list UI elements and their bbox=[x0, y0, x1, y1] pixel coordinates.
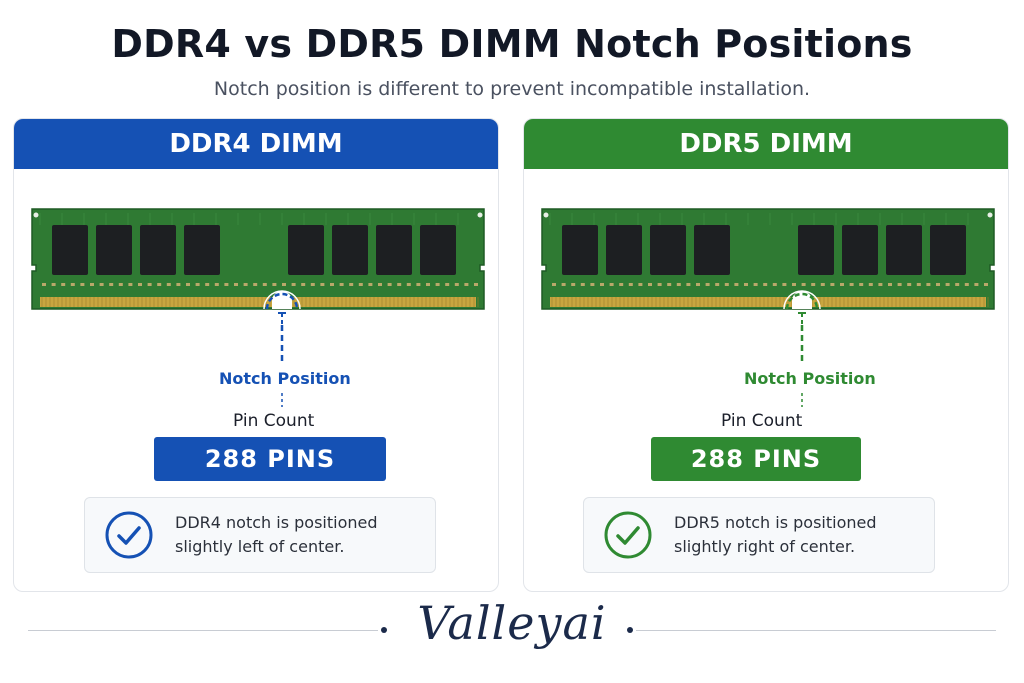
footer-divider-right bbox=[636, 630, 996, 631]
notch-leader-line bbox=[800, 325, 804, 365]
footer-dot-left bbox=[381, 627, 387, 633]
ddr5-note: DDR5 notch is positioned slightly right … bbox=[583, 497, 935, 573]
ddr5-pin-count-label: Pin Count bbox=[721, 411, 803, 431]
ddr4-pin-count-label: Pin Count bbox=[233, 411, 315, 431]
memory-chip bbox=[52, 225, 88, 275]
memory-chip bbox=[140, 225, 176, 275]
ddr4-note-text: DDR4 notch is positioned slightly left o… bbox=[175, 513, 378, 556]
page-title: DDR4 vs DDR5 DIMM Notch Positions bbox=[111, 22, 913, 66]
footer: Valleyai bbox=[0, 596, 1024, 666]
ddr4-dimm-module bbox=[31, 208, 485, 325]
memory-chip bbox=[184, 225, 220, 275]
check-circle-icon bbox=[604, 511, 652, 559]
ddr5-panel: DDR5 DIMM Notch Position Pin Count 288 P… bbox=[523, 118, 1009, 592]
memory-chip bbox=[332, 225, 368, 275]
ddr4-pin-count-badge: 288 PINS bbox=[154, 437, 386, 481]
ddr5-notch-label: Notch Position bbox=[744, 369, 876, 388]
ddr4-note: DDR4 notch is positioned slightly left o… bbox=[84, 497, 436, 573]
brand-logo: Valleyai bbox=[417, 596, 607, 650]
ddr5-pin-count-badge: 288 PINS bbox=[651, 437, 861, 481]
ddr4-panel-title: DDR4 DIMM bbox=[14, 119, 498, 169]
notch-leader-line bbox=[280, 325, 284, 365]
memory-chip bbox=[420, 225, 456, 275]
memory-chip bbox=[562, 225, 598, 275]
memory-chip bbox=[96, 225, 132, 275]
memory-chip bbox=[694, 225, 730, 275]
ddr4-notch-label: Notch Position bbox=[219, 369, 351, 388]
memory-chip bbox=[606, 225, 642, 275]
memory-chip bbox=[376, 225, 412, 275]
ddr5-dimm-module bbox=[541, 208, 995, 325]
ddr5-note-text: DDR5 notch is positioned slightly right … bbox=[674, 513, 877, 556]
check-circle-icon bbox=[105, 511, 153, 559]
notch-leader-line-lower bbox=[281, 393, 283, 407]
ddr4-panel: DDR4 DIMM Notch Position Pin Count 288 P… bbox=[13, 118, 499, 592]
memory-chip bbox=[886, 225, 922, 275]
footer-divider-left bbox=[28, 630, 378, 631]
memory-chip bbox=[930, 225, 966, 275]
ddr5-panel-title: DDR5 DIMM bbox=[524, 119, 1008, 169]
memory-chip bbox=[650, 225, 686, 275]
memory-chip bbox=[288, 225, 324, 275]
page-subtitle: Notch position is different to prevent i… bbox=[213, 78, 811, 100]
notch-leader-line-lower bbox=[801, 393, 803, 407]
memory-chip bbox=[798, 225, 834, 275]
footer-dot-right bbox=[627, 627, 633, 633]
memory-chip bbox=[842, 225, 878, 275]
